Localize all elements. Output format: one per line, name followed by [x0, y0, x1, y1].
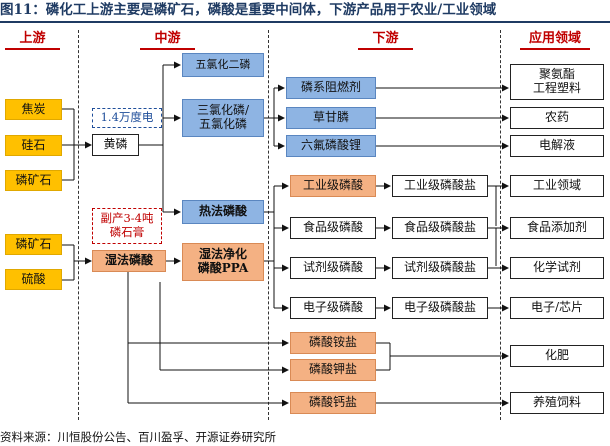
node-phosphate-rock: 磷矿石 — [5, 170, 62, 191]
column-rule-downstream — [358, 48, 413, 50]
node-industrial-phosphoric-acid: 工业级磷酸 — [290, 175, 376, 197]
node-app-pesticide: 农药 — [510, 107, 604, 129]
node-app-plastics: 聚氨酯 工程塑料 — [510, 64, 604, 100]
node-sulfuric-acid: 硫酸 — [5, 269, 62, 290]
node-app-electronics: 电子/芯片 — [510, 297, 604, 319]
column-rule-midstream — [140, 48, 195, 50]
node-wet-phosphoric-acid: 湿法磷酸 — [92, 250, 166, 272]
node-app-electrolyte: 电解液 — [510, 135, 604, 157]
node-app-chemical-reagent: 化学试剂 — [510, 257, 604, 279]
node-silica: 硅石 — [5, 135, 62, 156]
node-phosphorus-pentachloride: 五氯化二磷 — [182, 53, 264, 77]
node-app-fertilizer: 化肥 — [510, 345, 604, 367]
node-calcium-phosphate: 磷酸钙盐 — [290, 392, 376, 414]
node-electronic-phosphoric-acid: 电子级磷酸 — [290, 297, 376, 319]
column-separator — [268, 30, 269, 420]
column-header-midstream: 中游 — [154, 31, 181, 46]
note-phosphogypsum: 副产3-4吨 磷石膏 — [92, 208, 162, 244]
node-reagent-phosphoric-acid: 试剂级磷酸 — [290, 257, 376, 279]
node-food-phosphoric-acid: 食品级磷酸 — [290, 217, 376, 239]
node-glyphosate: 草甘膦 — [286, 107, 376, 129]
node-app-food-additive: 食品添加剂 — [510, 217, 604, 239]
column-header-downstream: 下游 — [372, 31, 399, 46]
node-flame-retardant: 磷系阻燃剂 — [286, 77, 376, 99]
column-rule-application — [520, 48, 590, 50]
column-rule-upstream — [5, 48, 60, 50]
title-rule — [0, 21, 610, 23]
node-potassium-phosphate: 磷酸钾盐 — [290, 359, 376, 381]
node-phosphate-rock: 磷矿石 — [5, 234, 62, 255]
column-separator — [500, 30, 501, 420]
node-electronic-phosphate: 电子级磷酸盐 — [392, 297, 488, 319]
node-coke: 焦炭 — [5, 99, 62, 120]
figure-title: 图11：磷化工上游主要是磷矿石，磷酸是重要中间体，下游产品用于农业/工业领域 — [0, 2, 497, 18]
node-lithium-hexafluorophosphate: 六氟磷酸锂 — [286, 135, 376, 157]
node-thermal-phosphoric-acid: 热法磷酸 — [182, 200, 264, 224]
column-header-upstream: 上游 — [19, 31, 46, 46]
column-separator — [78, 30, 79, 420]
node-yellow-phosphorus: 黄磷 — [92, 134, 139, 156]
node-food-phosphate: 食品级磷酸盐 — [392, 217, 488, 239]
node-app-feed: 养殖饲料 — [510, 392, 604, 414]
node-purified-phosphoric-acid: 湿法净化 磷酸PPA — [182, 243, 264, 281]
node-ammonium-phosphate: 磷酸铵盐 — [290, 332, 376, 354]
node-phosphorus-chlorides: 三氯化磷/ 五氯化磷 — [182, 99, 264, 137]
column-header-application: 应用领域 — [528, 31, 581, 46]
node-app-industrial: 工业领域 — [510, 175, 604, 197]
node-reagent-phosphate: 试剂级磷酸盐 — [392, 257, 488, 279]
source-footnote: 资料来源：川恒股份公告、百川盈孚、开源证券研究所 — [0, 430, 276, 444]
node-industrial-phosphate: 工业级磷酸盐 — [392, 175, 488, 197]
note-electricity: 1.4万度电 — [92, 108, 162, 128]
